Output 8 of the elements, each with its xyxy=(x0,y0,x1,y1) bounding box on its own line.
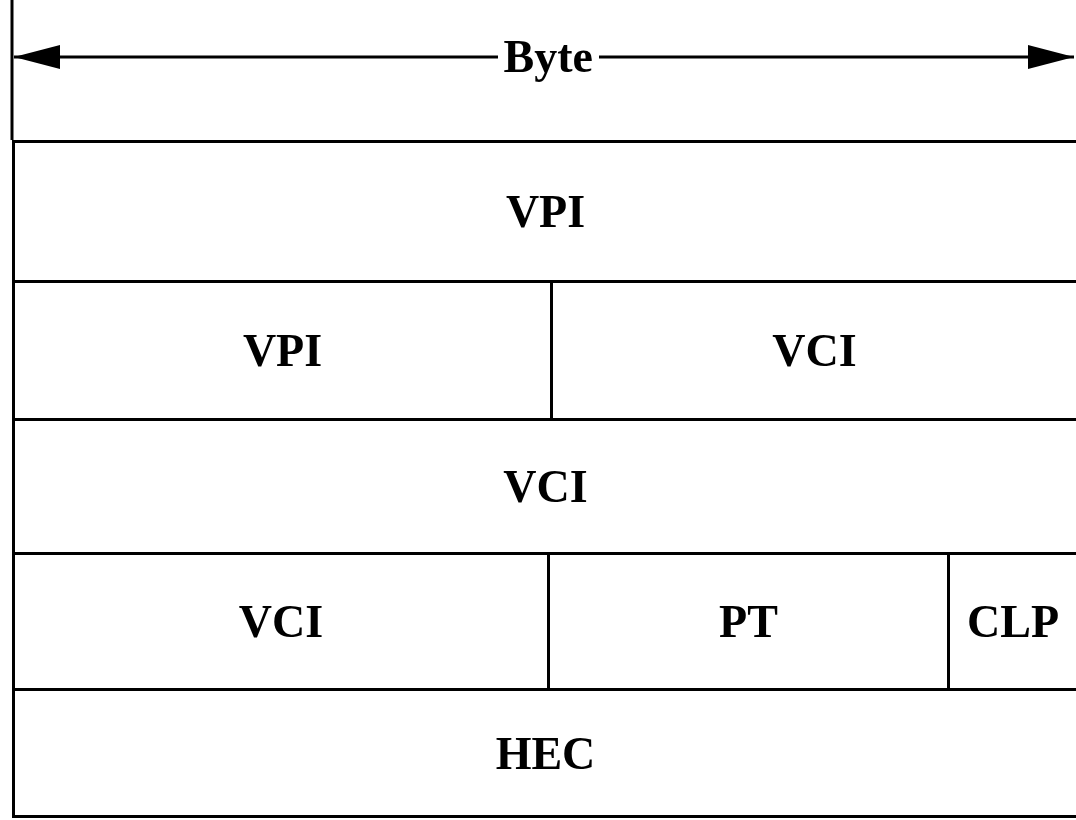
header-field: VPI xyxy=(12,140,1076,280)
header-field: VCI xyxy=(12,418,1076,552)
header-field: VPI xyxy=(12,280,550,418)
header-field: CLP xyxy=(947,552,1076,688)
header-field: VCI xyxy=(550,280,1076,418)
header-field: PT xyxy=(547,552,947,688)
header-field: VCI xyxy=(12,552,547,688)
header-field: HEC xyxy=(12,688,1076,818)
